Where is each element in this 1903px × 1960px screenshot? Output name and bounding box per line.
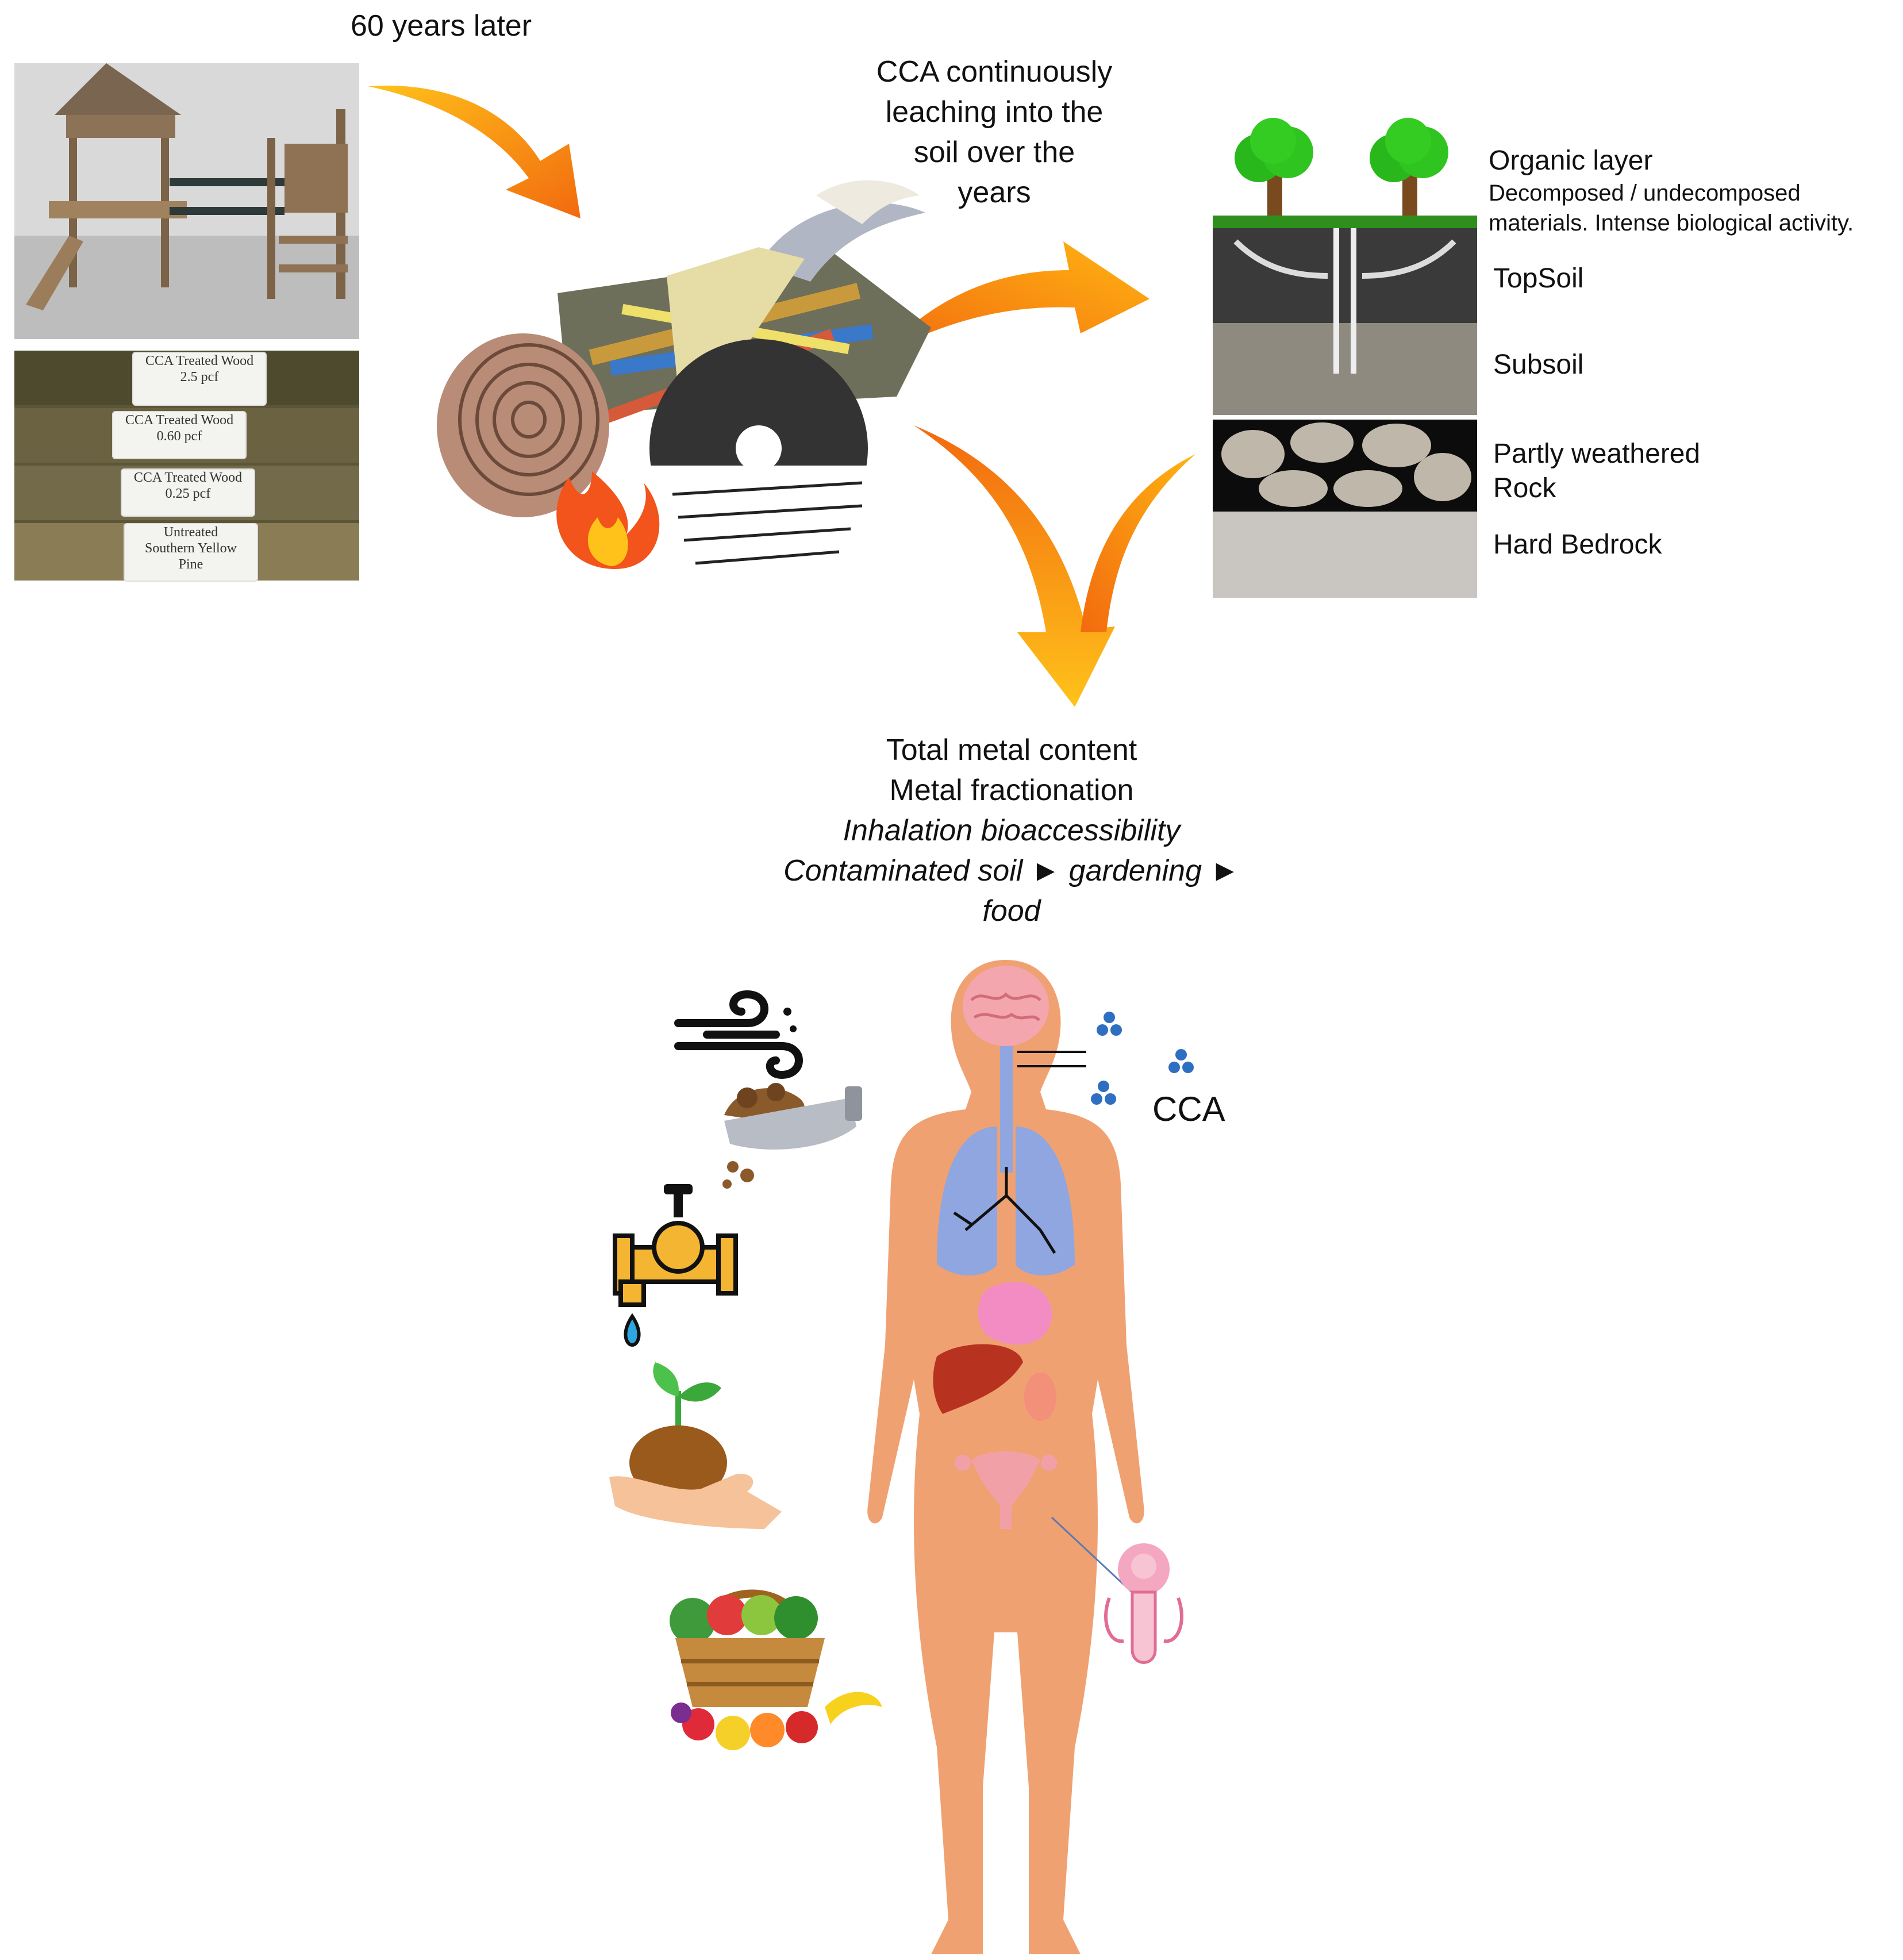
leaching-text: CCA continuously leaching into the soil … bbox=[839, 52, 1150, 213]
wood-tag-line: CCA Treated Wood bbox=[133, 470, 243, 485]
leaching-line-2: leaching into the bbox=[885, 95, 1104, 129]
analysis-line-2: Metal fractionation bbox=[889, 774, 1134, 807]
analysis-line-1: Total metal content bbox=[886, 733, 1137, 767]
years-later-label: 60 years later bbox=[351, 9, 532, 43]
organic-layer-label: Organic layer bbox=[1489, 145, 1653, 176]
analysis-line-4: Contaminated soil ► gardening ► bbox=[783, 854, 1240, 887]
human-body-figure bbox=[867, 960, 1144, 1954]
wood-waste-collage bbox=[437, 180, 931, 581]
leaching-line-1: CCA continuously bbox=[876, 55, 1113, 89]
rock-label: Rock bbox=[1493, 473, 1556, 504]
leaching-line-4: years bbox=[958, 176, 1031, 209]
arrow-down-left bbox=[914, 425, 1115, 707]
plant-in-hand-icon bbox=[609, 1362, 782, 1529]
arrow-down-right bbox=[1081, 454, 1195, 632]
analysis-text: Total metal content Metal fractionation … bbox=[690, 730, 1333, 931]
cca-label: CCA bbox=[1152, 1090, 1225, 1128]
water-tap-icon bbox=[613, 1184, 738, 1347]
fire-icon bbox=[556, 471, 660, 569]
wood-tag-line: Southern Yellow bbox=[144, 541, 237, 556]
wood-tag-line: 0.60 pcf bbox=[156, 429, 202, 444]
wood-tag-0-25-pcf: CCA Treated Wood 0.25 pcf bbox=[121, 468, 255, 517]
analysis-line-5: food bbox=[982, 894, 1041, 928]
wood-tag-line: Pine bbox=[178, 557, 203, 572]
food-basket-icon bbox=[670, 1589, 882, 1750]
male-reproductive-icon bbox=[1104, 1543, 1183, 1664]
wood-tag-0-60-pcf: CCA Treated Wood 0.60 pcf bbox=[112, 411, 247, 459]
wood-tag-line: 2.5 pcf bbox=[180, 370, 219, 385]
wind-icon bbox=[674, 990, 803, 1079]
subsoil-label: Subsoil bbox=[1493, 349, 1584, 380]
organic-layer-desc-1: Decomposed / undecomposed bbox=[1489, 180, 1801, 206]
wood-tag-line: CCA Treated Wood bbox=[125, 413, 234, 428]
organic-layer-desc-2: materials. Intense biological activity. bbox=[1489, 210, 1854, 236]
topsoil-label: TopSoil bbox=[1493, 263, 1584, 294]
leaching-line-3: soil over the bbox=[913, 136, 1075, 169]
wood-tag-line: 0.25 pcf bbox=[165, 486, 211, 501]
soil-scoop-icon bbox=[722, 1083, 862, 1189]
wood-tag-2-5-pcf: CCA Treated Wood 2.5 pcf bbox=[132, 352, 267, 406]
playground-photo bbox=[14, 63, 359, 339]
arrow-to-soil bbox=[879, 241, 1150, 356]
analysis-line-3: Inhalation bioaccessibility bbox=[843, 814, 1181, 847]
cca-particles bbox=[1091, 1012, 1194, 1105]
wood-tag-line: CCA Treated Wood bbox=[145, 353, 254, 368]
partly-weathered-label: Partly weathered bbox=[1493, 439, 1701, 469]
soil-profile-diagram bbox=[1213, 118, 1477, 598]
hard-bedrock-label: Hard Bedrock bbox=[1493, 529, 1662, 560]
wood-tag-line: Untreated bbox=[163, 525, 218, 540]
arrow-60-years bbox=[368, 85, 580, 218]
wood-tag-untreated: Untreated Southern Yellow Pine bbox=[124, 523, 258, 582]
